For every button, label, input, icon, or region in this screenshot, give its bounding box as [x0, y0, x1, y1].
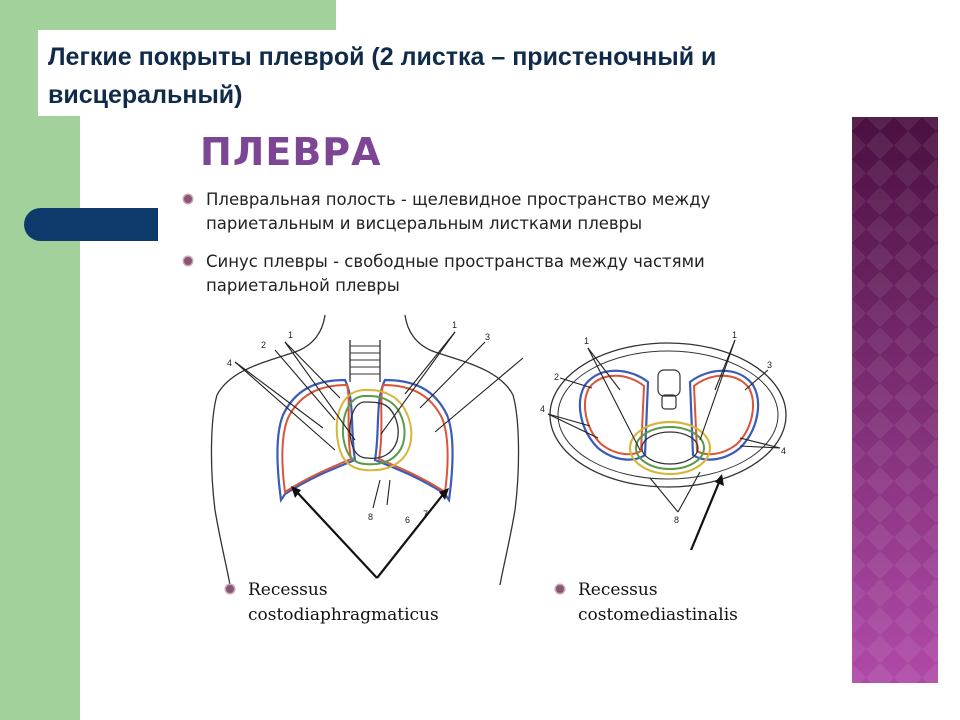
caption-right: Recessus costomediastinalis [556, 578, 738, 628]
left-green-bar [0, 0, 80, 720]
caption-right-line2: costomediastinalis [578, 605, 738, 625]
frontal-thorax-diagram: 1 1 2 3 4 8 6 7 [210, 314, 524, 586]
right-cross-parietal-left [578, 369, 650, 461]
heading-pleura: ПЛЕВРА [200, 130, 382, 174]
label-4: 4 [227, 358, 232, 368]
caption-left-line2: costodiaphragmaticus [248, 605, 439, 625]
label-1-right: 1 [732, 330, 737, 340]
label-4-right: 4 [781, 446, 786, 456]
bullet-text: Плевральная полость - щелевидное простра… [206, 190, 711, 233]
label-2: 2 [554, 372, 559, 382]
label-4-left: 4 [540, 404, 545, 414]
bullet-item-pleural-cavity: Плевральная полость - щелевидное простра… [184, 188, 804, 236]
label-6: 6 [405, 515, 410, 525]
top-green-strip [80, 0, 336, 30]
purple-side-bar [852, 117, 938, 683]
label-2: 2 [261, 340, 266, 350]
label-3: 3 [767, 360, 772, 370]
bullet-icon [184, 195, 192, 203]
bullet-icon [556, 585, 564, 593]
title-box [38, 30, 916, 116]
pericardium-cross-inner [635, 426, 705, 470]
label-7: 7 [423, 509, 428, 519]
slide-title: Легкие покрыты плеврой (2 листка – прист… [48, 43, 717, 109]
parietal-pleura-left [276, 378, 357, 504]
bullet-text: Синус плевры - свободные пространства ме… [206, 252, 705, 295]
bullet-item-pleural-sinus: Синус плевры - свободные пространства ме… [184, 250, 804, 298]
navy-tab-decoration [24, 208, 158, 241]
caption-left-text: Recessus costodiaphragmaticus [248, 578, 439, 628]
label-1-left: 1 [288, 330, 293, 340]
label-1-right: 1 [452, 320, 457, 330]
caption-left: Recessus costodiaphragmaticus [226, 578, 439, 628]
visceral-pleura-left [281, 383, 353, 494]
label-8: 8 [368, 512, 373, 522]
right-cross-visceral-left [584, 374, 646, 456]
bullet-icon [184, 257, 192, 265]
caption-right-text: Recessus costomediastinalis [578, 578, 738, 628]
parietal-pleura-right [373, 378, 454, 504]
pericardium-inner [341, 394, 406, 466]
pericardium-cross-outer [628, 420, 712, 476]
caption-left-line1: Recessus [248, 580, 328, 600]
transverse-section-diagram: 1 1 2 3 4 4 8 [540, 330, 787, 550]
caption-right-line1: Recessus [578, 580, 658, 600]
label-3: 3 [485, 332, 490, 342]
label-1-left: 1 [584, 336, 589, 346]
bullet-icon [226, 585, 234, 593]
label-8: 8 [674, 515, 679, 525]
pericardium-outer [335, 388, 413, 472]
